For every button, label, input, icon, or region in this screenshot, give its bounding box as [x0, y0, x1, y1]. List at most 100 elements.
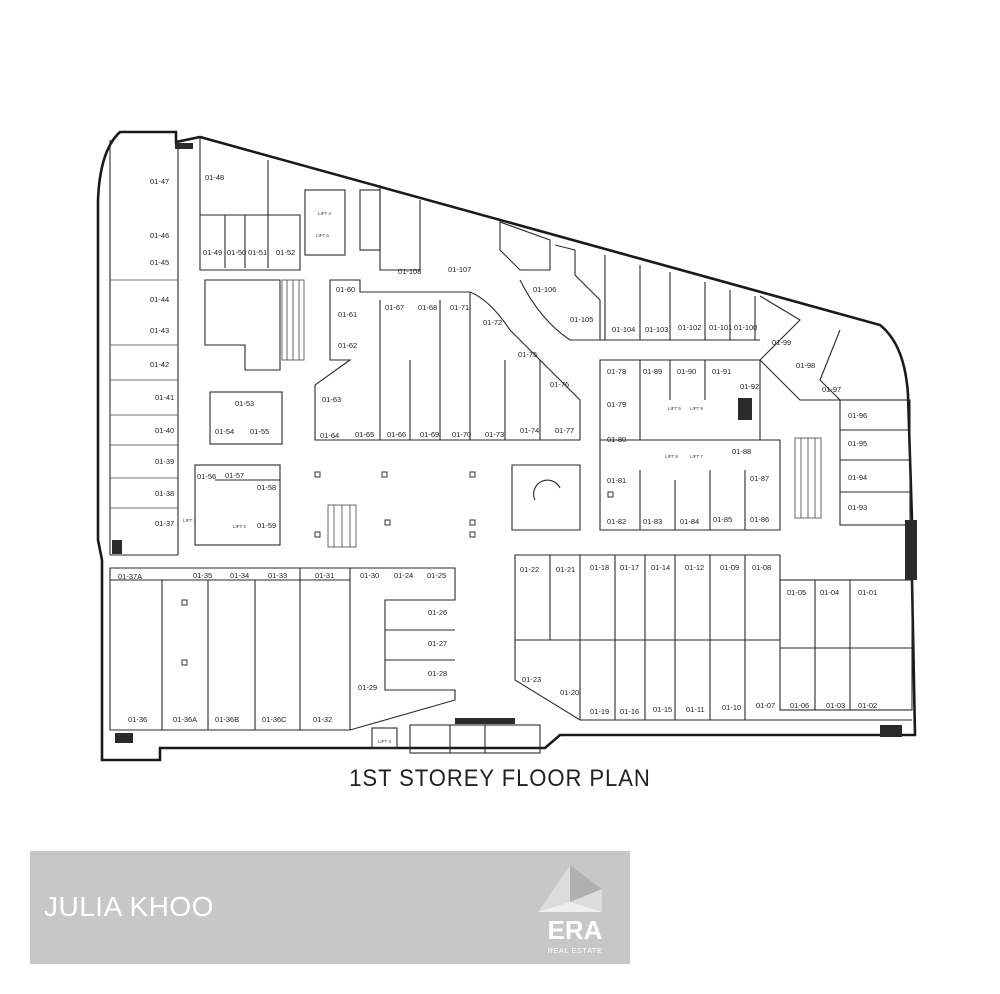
agent-name: JULIA KHOO: [44, 891, 214, 922]
unit-label: 01-44: [150, 295, 169, 304]
lift-label: LIFT 6: [316, 233, 329, 238]
unit-label: 01-89: [643, 367, 662, 376]
unit-label: 01-15: [653, 705, 672, 714]
unit-label: 01-42: [150, 360, 169, 369]
unit-label: 01-80: [607, 435, 626, 444]
unit-label: 01-46: [150, 231, 169, 240]
unit-label: 01-53: [235, 399, 254, 408]
unit-label: 01-87: [750, 474, 769, 483]
unit-label: 01-92: [740, 382, 759, 391]
unit-label: 01-32: [313, 715, 332, 724]
south-west-block: [109, 567, 456, 731]
left-shop-strip: [109, 140, 179, 556]
unit-label: 01-18: [590, 563, 609, 572]
unit-label: 01-11: [686, 705, 705, 714]
brand-subtitle: REAL ESTATE: [547, 946, 603, 955]
unit-label: 01-70: [452, 430, 471, 439]
unit-label: 01-74: [520, 426, 539, 435]
unit-label: 01-03: [826, 701, 845, 710]
unit-label: 01-38: [155, 489, 174, 498]
lift-labels: LIFT 1 LIFT 2 LIFT 3 LIFT 4 LIFT 5 LIFT …: [183, 211, 703, 744]
unit-label: 01-02: [858, 701, 877, 710]
unit-label: 01-58: [257, 483, 276, 492]
unit-label: 01-55: [250, 427, 269, 436]
right-middle-block: [599, 359, 911, 531]
unit-label: 01-33: [268, 571, 287, 580]
unit-label: 01-75: [518, 350, 537, 359]
unit-label: 01-96: [848, 411, 867, 420]
unit-label: 01-61: [338, 310, 357, 319]
unit-label: 01-77: [555, 426, 574, 435]
unit-label: 01-27: [428, 639, 447, 648]
unit-label: 01-36B: [215, 715, 239, 724]
left-shop-dividers: [110, 279, 178, 509]
unit-label: 01-78: [607, 367, 626, 376]
unit-label: 01-72: [483, 318, 502, 327]
unit-label: 01-98: [796, 361, 815, 370]
unit-label: 01-107: [448, 265, 471, 274]
unit-label: 01-04: [820, 588, 839, 597]
unit-label: 01-64: [320, 431, 339, 440]
unit-label: 01-67: [385, 303, 404, 312]
unit-label: 01-12: [685, 563, 704, 572]
unit-label: 01-28: [428, 669, 447, 678]
unit-label: 01-30: [360, 571, 379, 580]
unit-label: 01-69: [420, 430, 439, 439]
unit-label: 01-73: [485, 430, 504, 439]
unit-label: 01-93: [848, 503, 867, 512]
unit-label: 01-07: [756, 701, 775, 710]
unit-label: 01-56: [197, 472, 216, 481]
unit-label: 01-103: [645, 325, 668, 334]
unit-label: 01-20: [560, 688, 579, 697]
unit-label: 01-106: [533, 285, 556, 294]
unit-label: 01-35: [193, 571, 212, 580]
unit-label: 01-66: [387, 430, 406, 439]
escalators: [281, 279, 822, 548]
structural-columns: [181, 471, 614, 666]
unit-label: 01-06: [790, 701, 809, 710]
lift-label: LIFT 9: [690, 406, 703, 411]
unit-label: 01-24: [394, 571, 413, 580]
unit-label: 01-79: [607, 400, 626, 409]
brand-name: ERA: [547, 915, 603, 945]
unit-label: 01-36A: [173, 715, 197, 724]
unit-label: 01-26: [428, 608, 447, 617]
lift-label: LIFT 1: [183, 518, 196, 523]
unit-label: 01-82: [607, 517, 626, 526]
unit-label: 01-51: [248, 248, 267, 257]
watermark-banner: JULIA KHOO ERA REAL ESTATE: [30, 851, 630, 964]
unit-label: 01-37: [155, 519, 174, 528]
unit-label: 01-71: [450, 303, 469, 312]
lift-label: LIFT 3: [378, 739, 391, 744]
unit-label: 01-94: [848, 473, 867, 482]
lift-label: LIFT 7: [690, 454, 703, 459]
unit-label: 01-10: [722, 703, 741, 712]
unit-label: 01-62: [338, 341, 357, 350]
unit-label: 01-100: [734, 323, 757, 332]
unit-label: 01-31: [315, 571, 334, 580]
unit-label: 01-108: [398, 267, 421, 276]
unit-label: 01-05: [787, 588, 806, 597]
unit-label: 01-29: [358, 683, 377, 692]
unit-label: 01-65: [355, 430, 374, 439]
unit-label: 01-23: [522, 675, 541, 684]
unit-label: 01-16: [620, 707, 639, 716]
unit-label: 01-90: [677, 367, 696, 376]
unit-label: 01-104: [612, 325, 635, 334]
unit-label: 01-09: [720, 563, 739, 572]
unit-label: 01-50: [227, 248, 246, 257]
unit-label: 01-68: [418, 303, 437, 312]
unit-label: 01-17: [620, 563, 639, 572]
lift-label: LIFT 4: [318, 211, 331, 216]
unit-label: 01-91: [712, 367, 731, 376]
top-right-shops: [499, 221, 841, 401]
stair-hatches: [112, 143, 917, 743]
unit-label: 01-101: [709, 323, 732, 332]
lift-label: LIFT 8: [665, 454, 678, 459]
unit-label: 01-97: [822, 385, 841, 394]
main-entrance: [371, 718, 541, 754]
unit-label: 01-08: [752, 563, 771, 572]
unit-label: 01-22: [520, 565, 539, 574]
unit-label: 01-88: [732, 447, 751, 456]
house-logo-icon: [538, 865, 602, 912]
